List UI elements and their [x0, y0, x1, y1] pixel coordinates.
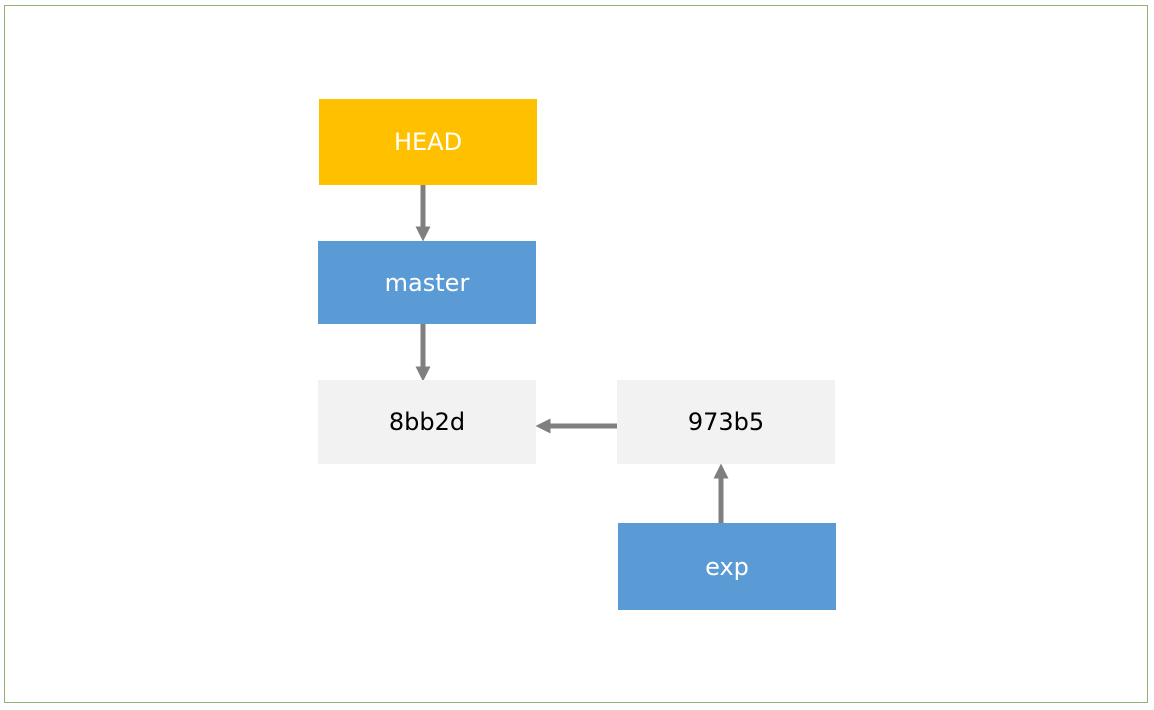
exp-label: exp [705, 552, 749, 581]
master-branch-box: master [318, 241, 536, 324]
exp-branch-box: exp [618, 523, 836, 610]
commit-8bb2d-box: 8bb2d [318, 380, 536, 464]
commit-973b5-label: 973b5 [687, 408, 765, 436]
commit-8bb2d-label: 8bb2d [388, 408, 466, 436]
commit-973b5-box: 973b5 [617, 380, 835, 464]
head-label: HEAD [393, 128, 463, 156]
master-label: master [384, 268, 470, 297]
diagram-frame [4, 5, 1148, 703]
head-pointer-box: HEAD [319, 99, 537, 185]
